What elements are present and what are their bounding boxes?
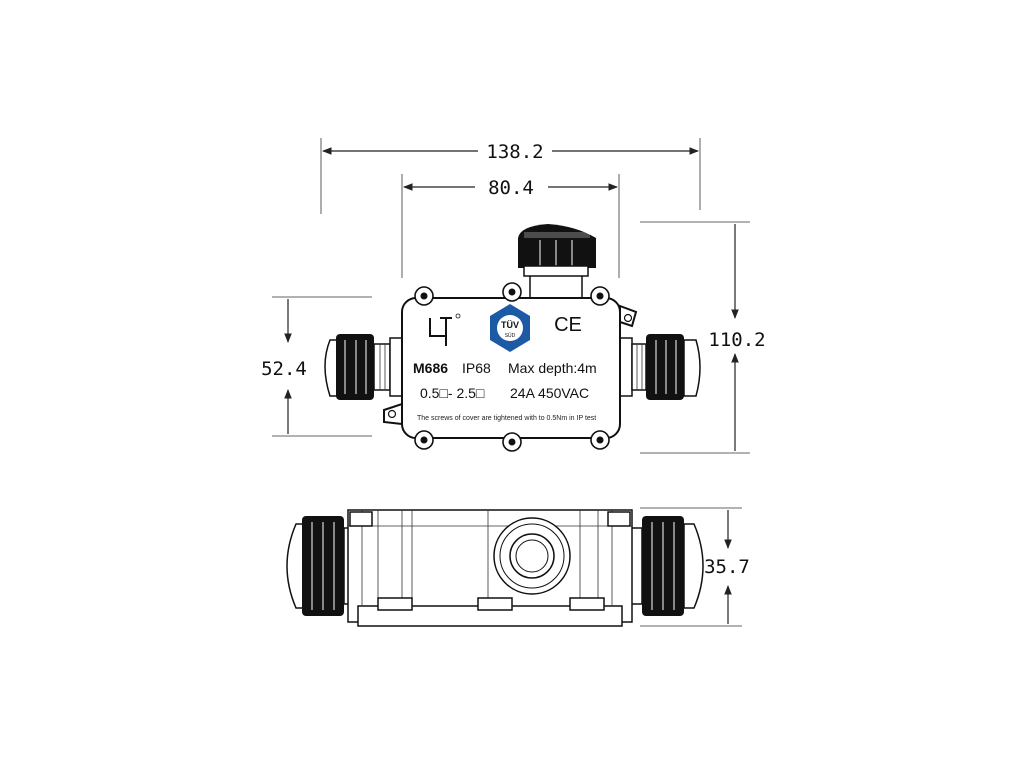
dim-body-width: 80.4 (401, 174, 620, 278)
dim-depth: 35.7 (640, 507, 750, 627)
rating-label: IP68 (462, 360, 491, 376)
current-voltage-label: 24A 450VAC (510, 385, 589, 401)
side-view (286, 509, 704, 627)
model-label: M686 (413, 360, 448, 376)
dim-body-width-label: 80.4 (488, 177, 534, 199)
dim-overall-height: 110.2 (640, 221, 766, 454)
top-gland (518, 224, 596, 303)
brand-logo-icon (429, 313, 461, 346)
dim-body-height: 52.4 (261, 296, 372, 437)
torque-note: The screws of cover are tightened with t… (417, 415, 596, 422)
dim-overall-width: 138.2 (320, 138, 701, 214)
dim-depth-label: 35.7 (704, 556, 750, 578)
wire-range-label: 0.5□- 2.5□ (420, 385, 485, 401)
dim-overall-width-label: 138.2 (486, 141, 543, 163)
top-view: TÜV SÜD CE M686 IP68 Max depth:4m 0.5□- … (324, 224, 701, 452)
dim-overall-height-label: 110.2 (708, 329, 765, 351)
center-gland-front (493, 517, 571, 595)
tuv-sub: SÜD (505, 332, 516, 339)
ce-mark: CE (554, 314, 582, 336)
screw-bosses (414, 282, 610, 452)
tuv-cert-icon: TÜV SÜD (490, 304, 530, 352)
dim-body-height-label: 52.4 (261, 358, 307, 380)
tuv-text: TÜV (501, 320, 519, 330)
depth-label: Max depth:4m (508, 360, 597, 376)
left-gland (324, 334, 403, 400)
right-gland (619, 334, 701, 400)
